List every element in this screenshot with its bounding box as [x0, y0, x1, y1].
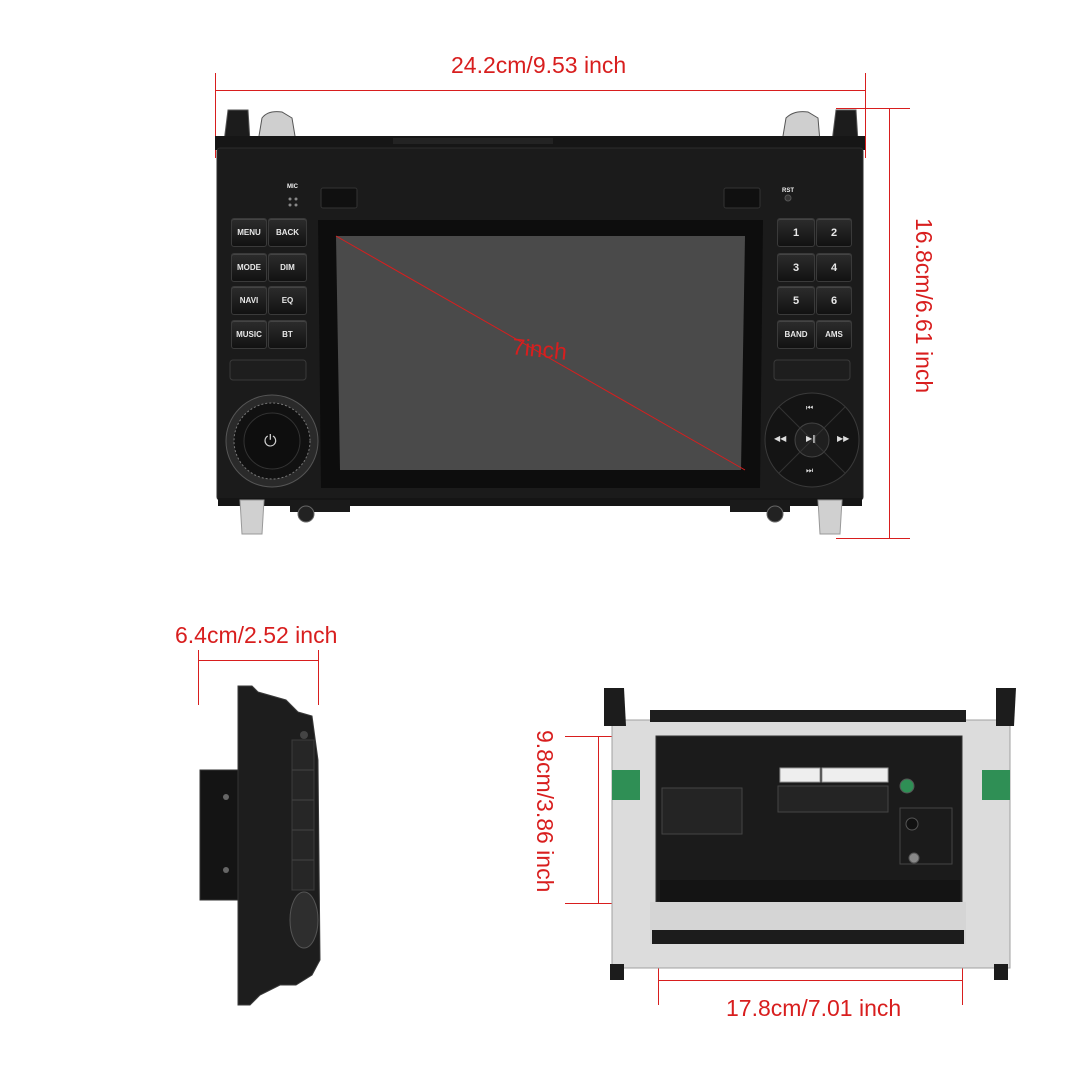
preset-4-button[interactable]: 4: [816, 253, 852, 282]
front-width-line: [216, 90, 866, 91]
back-button[interactable]: BACK: [268, 218, 307, 247]
navi-button[interactable]: NAVI: [231, 286, 267, 315]
preset-5-button[interactable]: 5: [777, 286, 815, 315]
back-width-line: [658, 980, 962, 981]
front-height-line: [889, 108, 890, 538]
side-depth-tick-right: [318, 650, 319, 705]
rst-label: RST: [782, 188, 794, 194]
mode-button[interactable]: MODE: [231, 253, 267, 282]
play-pause-icon[interactable]: ▶‖: [806, 434, 817, 443]
skip-down-icon[interactable]: ⏭: [806, 466, 814, 475]
bt-button[interactable]: BT: [268, 320, 307, 349]
ams-button[interactable]: AMS: [816, 320, 852, 349]
fast-forward-icon[interactable]: ▶▶: [837, 434, 850, 443]
top-bracket-left: [223, 109, 297, 143]
front-width-tick-left: [215, 73, 216, 158]
front-height-tick-top: [836, 108, 910, 109]
back-width-label: 17.8cm/7.01 inch: [726, 995, 902, 1021]
screen-diagonal-line: [335, 235, 746, 471]
volume-knob: [225, 394, 319, 488]
power-icon[interactable]: ⏻: [264, 431, 277, 450]
back-height-line: [598, 736, 599, 903]
side-depth-label: 6.4cm/2.52 inch: [175, 622, 338, 648]
side-depth-tick-left: [198, 650, 199, 705]
mic-label: MIC: [287, 184, 298, 190]
rewind-icon[interactable]: ◀◀: [774, 434, 787, 443]
preset-3-button[interactable]: 3: [777, 253, 815, 282]
media-control-pad: [764, 392, 860, 488]
menu-button[interactable]: MENU: [231, 218, 267, 247]
preset-6-button[interactable]: 6: [816, 286, 852, 315]
music-button[interactable]: MUSIC: [231, 320, 267, 349]
skip-up-icon[interactable]: ⏮: [806, 403, 814, 412]
band-button[interactable]: BAND: [777, 320, 815, 349]
eq-button[interactable]: EQ: [268, 286, 307, 315]
side-depth-line: [199, 660, 318, 661]
preset-2-button[interactable]: 2: [816, 218, 852, 247]
front-height-tick-bottom: [836, 538, 910, 539]
preset-1-button[interactable]: 1: [777, 218, 815, 247]
dim-button[interactable]: DIM: [268, 253, 307, 282]
top-bracket-right: [781, 109, 859, 143]
front-width-tick-right: [865, 73, 866, 158]
front-width-label: 24.2cm/9.53 inch: [451, 52, 627, 78]
